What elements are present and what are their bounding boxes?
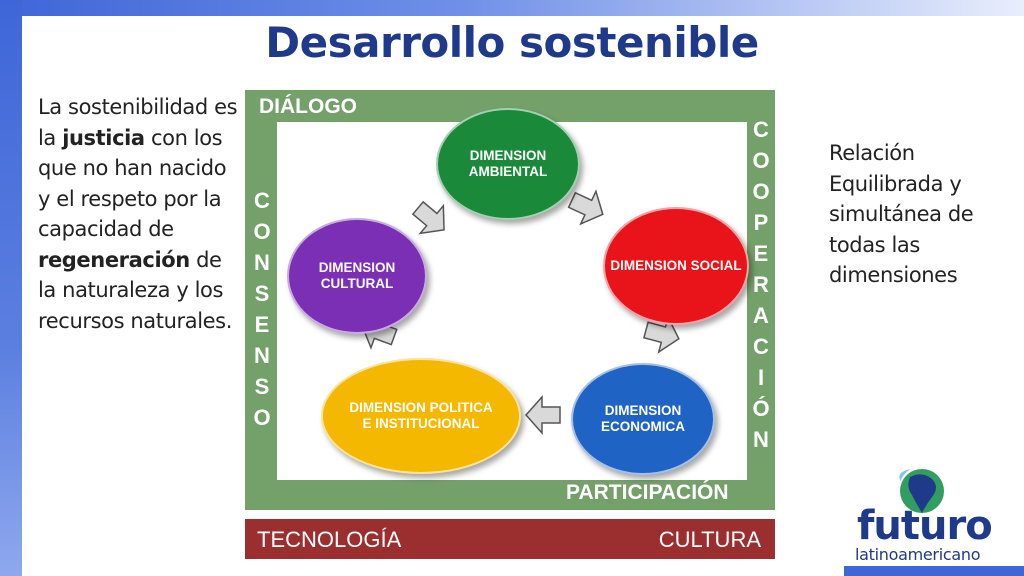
arrow-icon <box>643 315 680 354</box>
slide-title: Desarrollo sostenible <box>265 18 759 67</box>
frame-label-participacion: PARTICIPACIÓN <box>566 481 729 504</box>
dimension-economica: DIMENSION ECONOMICA <box>571 363 715 475</box>
cooperacion-letter: E <box>753 241 769 266</box>
globe-logo-icon <box>899 469 944 513</box>
dimension-cultural: DIMENSION CULTURAL <box>287 218 427 334</box>
bottom-label-tecnologia: TECNOLOGÍA <box>257 527 402 552</box>
dimension-social: DIMENSION SOCIAL <box>603 207 749 325</box>
cooperacion-letter: Ó <box>752 396 770 421</box>
cooperacion-letter: I <box>757 365 765 390</box>
cooperacion-letter: O <box>752 148 770 173</box>
consenso-letter: C <box>254 188 270 213</box>
definition-part-3: de la naturaleza y los recursos naturale… <box>38 247 232 333</box>
consenso-letter: N <box>254 343 270 368</box>
dimension-cultural-label: DIMENSION CULTURAL <box>318 260 396 291</box>
definition-text: La sostenibilidad es la justicia con los… <box>38 92 243 336</box>
cooperacion-letter: C <box>753 334 769 359</box>
logo-subtitle: latinoamericano <box>855 545 981 564</box>
consenso-letter: O <box>253 219 271 244</box>
cooperacion-letter: O <box>752 179 770 204</box>
arrow-icon <box>411 200 445 235</box>
cooperacion-letter: A <box>753 303 769 328</box>
definition-part-1: La sostenibilidad es la <box>38 95 238 150</box>
consenso-letter: S <box>254 374 270 399</box>
arrow-icon <box>567 189 604 226</box>
consenso-letter: N <box>254 250 270 275</box>
cooperacion-letter: N <box>753 427 769 452</box>
definition-bold-regeneracion: regeneración <box>38 247 190 272</box>
cooperacion-letter: C <box>753 117 769 142</box>
top-accent-bar <box>0 0 1024 16</box>
bottom-label-cultura: CULTURA <box>658 527 761 552</box>
relation-text: Relación Equilibrada y simultánea de tod… <box>829 141 974 287</box>
definition-part-2: con los que no han nacido y el respeto p… <box>38 125 227 242</box>
arrow-icon <box>524 395 561 435</box>
frame-label-dialogo: DIÁLOGO <box>259 95 357 118</box>
dimension-politica-label: DIMENSION POLITICA E INSTITUCIONAL <box>349 400 493 431</box>
bottom-bar: TECNOLOGÍA CULTURA <box>245 519 775 559</box>
left-accent-bar <box>0 0 22 576</box>
dimension-economica-label: DIMENSION ECONOMICA <box>601 403 685 434</box>
cooperacion-letter: R <box>753 272 769 297</box>
definition-bold-justicia: justicia <box>62 125 145 150</box>
consenso-letter: O <box>253 405 271 430</box>
cooperacion-letter: P <box>753 210 769 235</box>
bottom-accent-strip <box>844 566 1024 576</box>
dimension-politica: DIMENSION POLITICA E INSTITUCIONAL <box>321 358 521 474</box>
consenso-letter: E <box>254 312 270 337</box>
logo-wordmark: futuro <box>857 503 993 549</box>
dimension-social-label: DIMENSION SOCIAL <box>610 258 742 273</box>
dimension-ambiental-label: DIMENSION AMBIENTAL <box>468 148 548 179</box>
consenso-letter: S <box>254 281 270 306</box>
dimension-ambiental: DIMENSION AMBIENTAL <box>436 108 580 220</box>
